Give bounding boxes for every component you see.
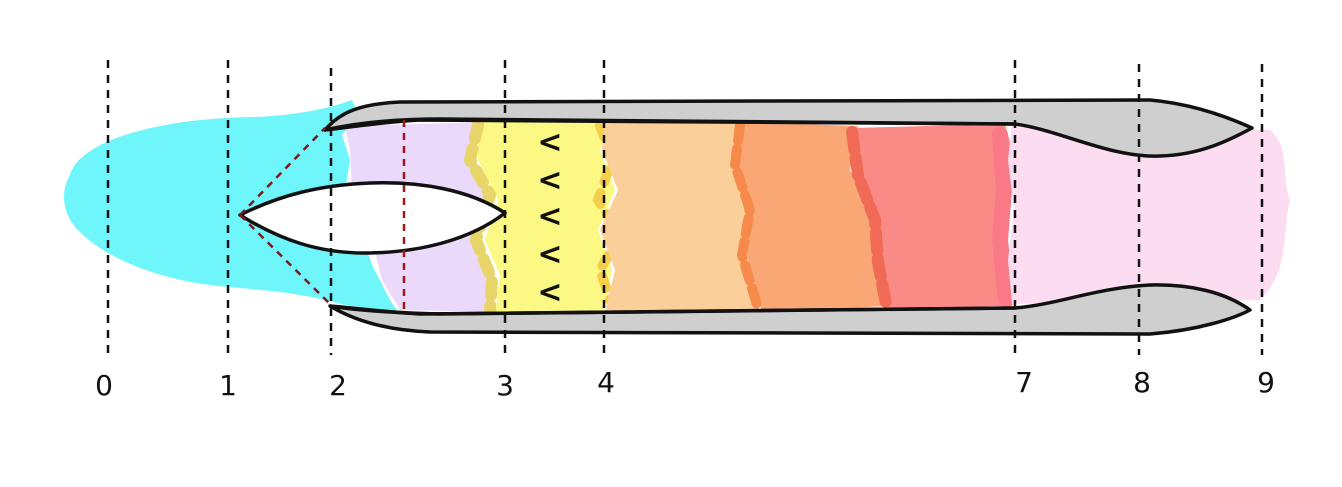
compressor-region [478, 118, 615, 315]
station-lines [106, 60, 1264, 355]
compressor-mark: < [537, 125, 562, 160]
turbine-region [852, 124, 1012, 308]
compressor-mark: < [537, 163, 562, 198]
station-labels: 0 1 2 3 4 7 8 9 [95, 366, 1275, 402]
station-label-1: 1 [219, 369, 237, 402]
inlet-shock-lower [239, 214, 331, 305]
combustor-hot-region [736, 122, 888, 312]
station-label-0: 0 [95, 369, 113, 402]
station-label-7: 7 [1015, 366, 1033, 399]
lower-flow-wall [329, 304, 1016, 316]
station-label-3: 3 [496, 369, 514, 402]
inlet-air-region [64, 100, 398, 312]
combustor-region [600, 118, 760, 312]
nozzle-region [1008, 124, 1290, 304]
station-label-2: 2 [329, 369, 347, 402]
upper-flow-wall [324, 117, 1016, 132]
compressor-marks: < < < < < [537, 125, 562, 310]
station-label-9: 9 [1257, 366, 1275, 399]
station-label-8: 8 [1133, 366, 1151, 399]
turbine-rear-edge [991, 127, 1014, 308]
compressor-mark: < [537, 237, 562, 272]
combustor-hot-edge [729, 120, 762, 310]
compressor-mark: < [537, 199, 562, 234]
turbine-edge [846, 126, 892, 310]
station-label-4: 4 [597, 366, 615, 399]
compressor-mark: < [537, 275, 562, 310]
